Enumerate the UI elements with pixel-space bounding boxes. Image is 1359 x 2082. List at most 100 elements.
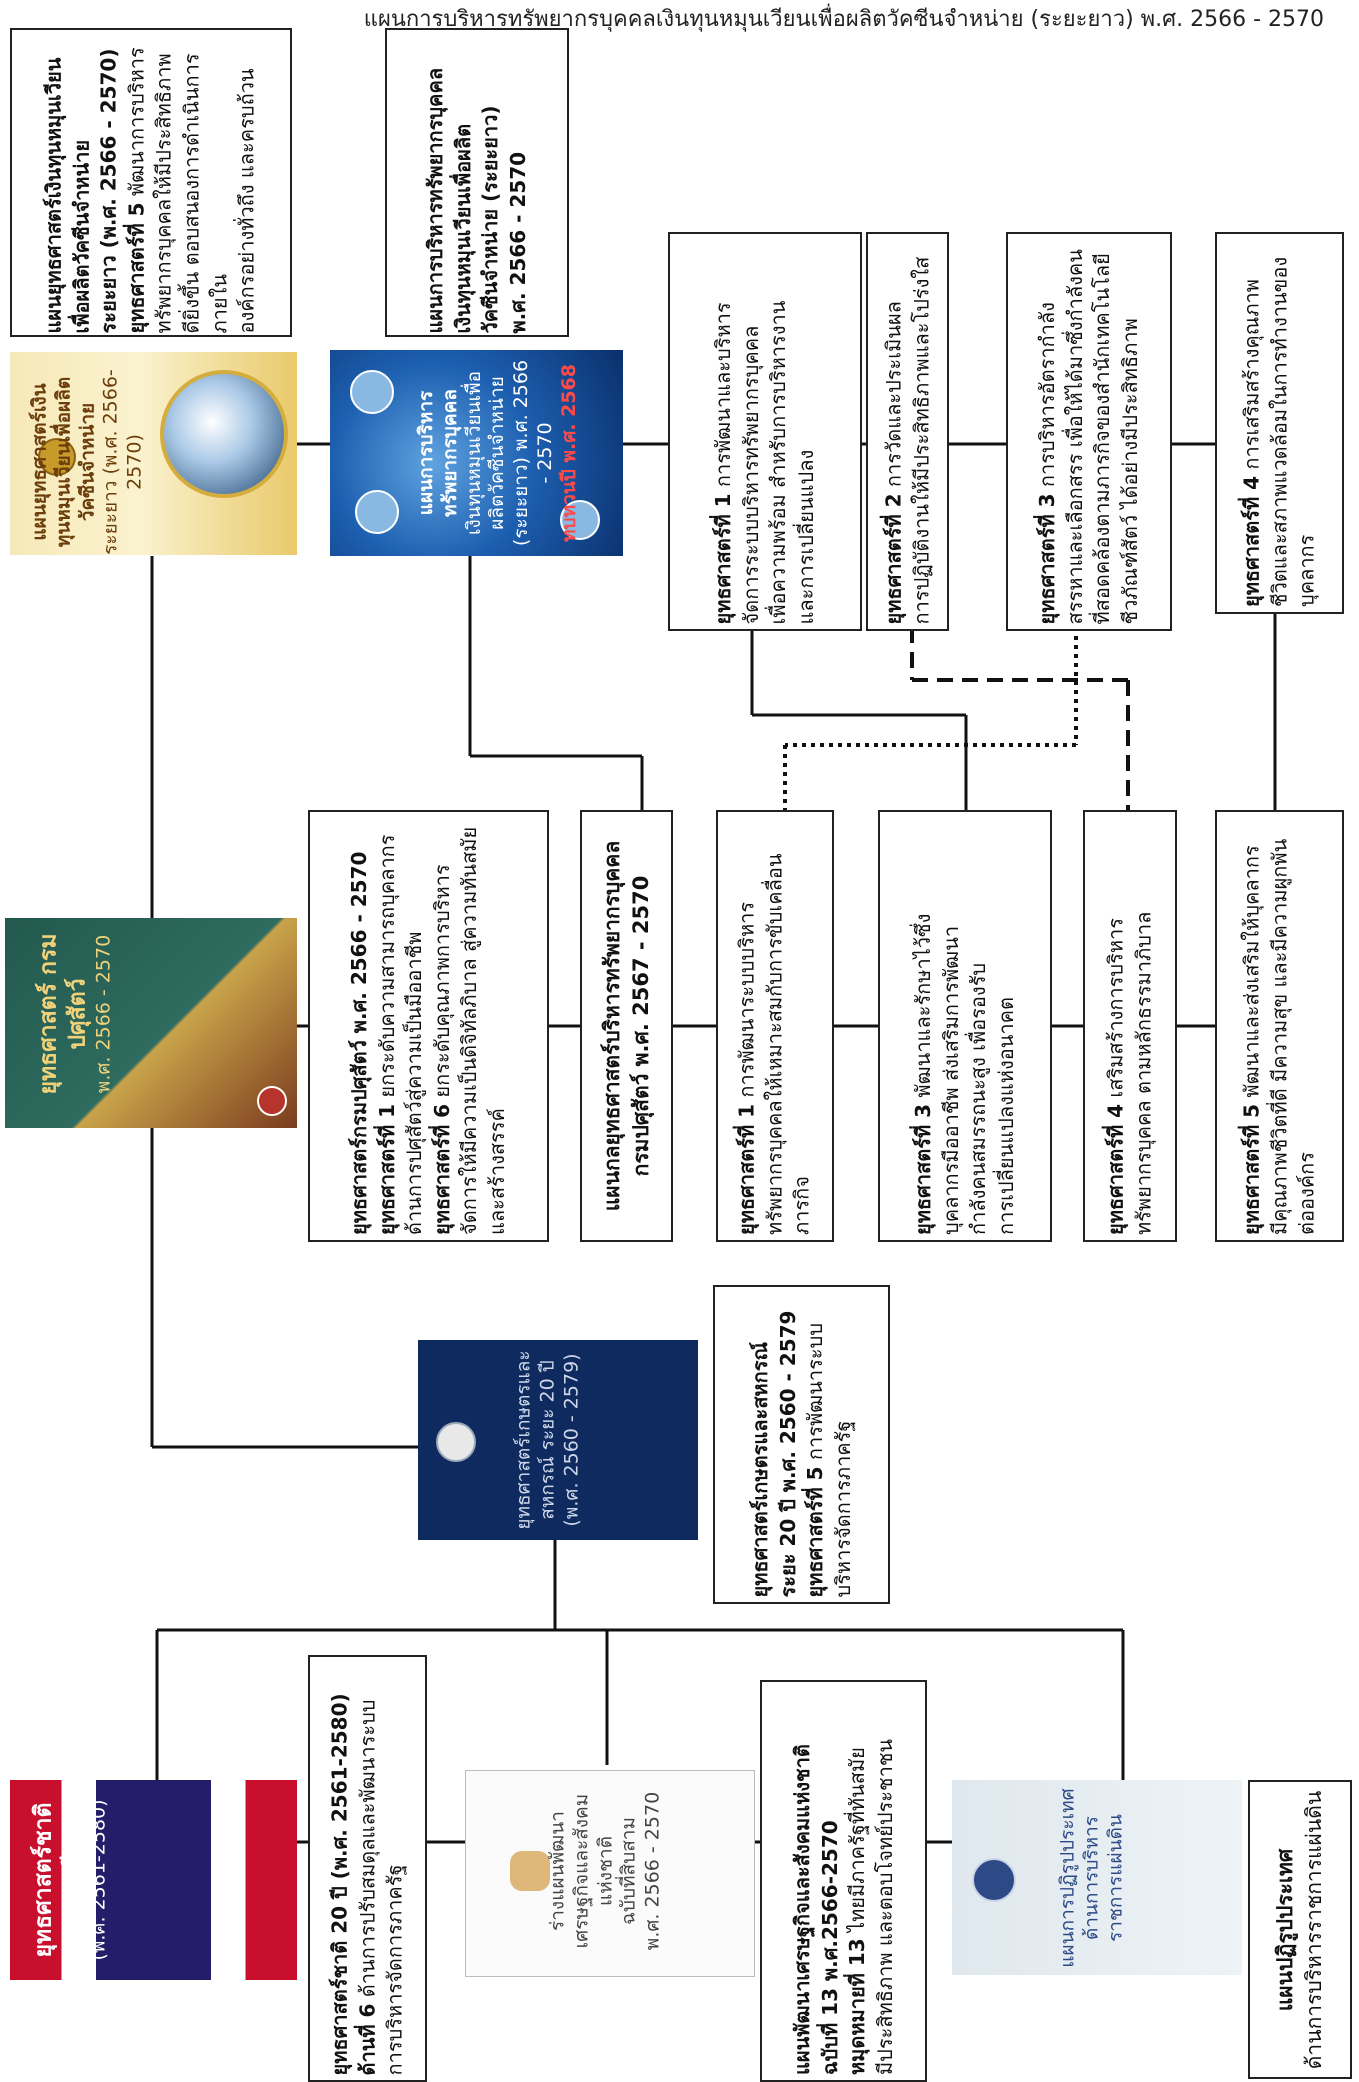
hr-plan-line-4: พ.ศ. 2566 - 2570 <box>505 151 530 333</box>
moac-s5-label: ยุทธศาสตร์ที่ 5 <box>802 1465 827 1597</box>
hr-s4-line2: ชีวิตและสภาพแวดล้อมในการทำงานของ <box>1266 256 1291 607</box>
box-vaccine-strategy: แผนยุทธศาสตร์เงินทุนหมุนเวียน เพื่อผลิตว… <box>10 28 292 337</box>
box-moac-strategy: ยุทธศาสตร์เกษตรและสหกรณ์ ระยะ 20 ปี พ.ศ.… <box>713 1285 890 1604</box>
dld-s1-line2: ด้านการปศุสัตว์สู่ความเป็นมืออาชีพ <box>401 931 426 1235</box>
dld-hr-s4-text: เสริมสร้างการบริหาร <box>1103 918 1128 1104</box>
network-node <box>560 500 600 540</box>
cover-hr-plan: แผนการบริหารทรัพยากรบุคคล เงินทุนหมุนเวี… <box>330 350 623 556</box>
box-dld-strategy-5: ยุทธศาสตร์ที่ 5 พัฒนาและส่งเสริมให้บุคลา… <box>1215 810 1344 1242</box>
dld-hr-s3-text: พัฒนาและรักษาไว้ซึ่ง <box>910 913 935 1104</box>
cover1-line-2: ระยะยาว (พ.ศ. 2566-2570) <box>99 369 146 555</box>
cover-vaccine-strategy: แผนยุทธศาสตร์เงินทุนหมุนเวียนเพื่อผลิตวั… <box>10 352 297 555</box>
national-aspect-line2: การบริหารจัดการภาครัฐ <box>382 1863 407 2075</box>
box-hr-strategy-4: ยุทธศาสตร์ที่ 4 การเสริมสร้างคุณภาพ ชีวิ… <box>1215 232 1344 614</box>
hr-s3-text: การบริหารอัตรากำลัง <box>1034 301 1059 493</box>
page-header: แผนการบริหารทรัพยากรบุคคลเงินทุนหมุนเวีย… <box>363 7 1324 32</box>
hr-s1-line3: เพื่อความพร้อม สำหรับการบริหารงาน <box>766 300 790 624</box>
dld-s1-label: ยุทธศาสตร์ที่ 1 <box>374 1103 399 1235</box>
national-aspect-label: ด้านที่ 6 <box>354 2003 379 2075</box>
hr-s1-line4: และการเปลี่ยนแปลง <box>793 449 818 624</box>
vaccine-strategy-title-2: เพื่อผลิตวัคซีนจำหน่าย <box>69 139 94 333</box>
cover3-title: ยุทธศาสตร์ กรมปศุสัตว์ <box>35 933 91 1095</box>
cover2-line-4: ทบทวนปี พ.ศ. 2568 <box>557 364 580 542</box>
cover-dld-strategy: ยุทธศาสตร์ กรมปศุสัตว์ พ.ศ. 2566 - 2570 <box>5 918 297 1128</box>
dld-hr-s3-line2: บุคลากรมืออาชีพ ส่งเสริมการพัฒนา <box>938 925 963 1235</box>
cover2-line-1: แผนการบริหารทรัพยากรบุคคล <box>414 389 461 517</box>
cover6-line-1: ร่างแผนพัฒนาเศรษฐกิจและสังคมแห่งชาติ <box>546 1793 617 1949</box>
dld-title: ยุทธศาสตร์กรมปศุสัตว์ พ.ศ. 2566 - 2570 <box>346 851 371 1235</box>
vaccine-strategy-5-line3: ดียิ่งขึ้น ตอบสนองการดำเนินการภายใน <box>179 52 232 333</box>
dld-hr-s5-label: ยุทธศาสตร์ที่ 5 <box>1239 1103 1264 1235</box>
vaccine-strategy-title-1: แผนยุทธศาสตร์เงินทุนหมุนเวียน <box>41 57 66 333</box>
cover5-year: (พ.ศ. 2561-2580) <box>86 1799 109 1961</box>
vaccine-strategy-5-label: ยุทธศาสตร์ที่ 5 <box>124 201 149 333</box>
seal-icon <box>38 438 76 476</box>
box-national-strategy: ยุทธศาสตร์ชาติ 20 ปี (พ.ศ. 2561-2580) ด้… <box>308 1655 427 2082</box>
moac-period: ระยะ 20 ปี พ.ศ. 2560 - 2579 <box>774 1310 799 1597</box>
box-dld-strategy: ยุทธศาสตร์กรมปศุสัตว์ พ.ศ. 2566 - 2570 ย… <box>308 810 549 1242</box>
box-hr-strategy-2: ยุทธศาสตร์ที่ 2 การวัดและประเมินผล การปฏ… <box>866 232 949 631</box>
dld-hr-s4-line2: ทรัพยากรบุคคล ตามหลักธรรมาภิบาล <box>1131 911 1155 1235</box>
dld-s6-line3: และสร้างสรรค์ <box>484 1108 509 1235</box>
cover1-line-1: แผนยุทธศาสตร์เงินทุนหมุนเวียนเพื่อผลิตวั… <box>28 376 99 548</box>
dld-s6-text: ยกระดับคุณภาพการบริหาร <box>429 864 454 1104</box>
dld-hr-s1-text: การพัฒนาระบบบริหาร <box>734 901 759 1104</box>
globe-photo <box>160 370 288 498</box>
hr-s2-text: การวัดและประเมินผล <box>880 300 905 493</box>
cover3-year: พ.ศ. 2566 - 2570 <box>91 934 114 1094</box>
dld-hr-s4-label: ยุทธศาสตร์ที่ 4 <box>1103 1103 1128 1235</box>
box-dld-strategy-4: ยุทธศาสตร์ที่ 4 เสริมสร้างการบริหาร ทรัพ… <box>1083 810 1177 1242</box>
dld-hr-s3-label: ยุทธศาสตร์ที่ 3 <box>910 1103 935 1235</box>
cover5-title: ยุทธศาสตร์ชาติ 20 ปี <box>30 1802 86 1958</box>
moac-seal-icon <box>436 1422 476 1462</box>
garuda-emblem-icon <box>510 1851 550 1891</box>
dld-hr-s5-text: พัฒนาและส่งเสริมให้บุคลากร <box>1239 845 1264 1104</box>
network-node <box>350 370 394 414</box>
dld-s1-text: ยกระดับความสามารถบุคลากร <box>374 834 399 1104</box>
hr-s4-line3: บุคลากร <box>1294 534 1319 607</box>
cover2-line-3: (ระยะยาว) พ.ศ. 2566 - 2570 <box>509 359 556 547</box>
reform-subtitle: ด้านการบริหารราชการแผ่นดิน <box>1302 1790 1326 2069</box>
cover-moac-strategy: ยุทธศาสตร์เกษตรและสหกรณ์ ระยะ 20 ปี (พ.ศ… <box>418 1340 698 1540</box>
cover4-line-2: (พ.ศ. 2560 - 2579) <box>559 1353 582 1527</box>
reform-seal-icon <box>972 1858 1016 1902</box>
cover6-line-2: ฉบับที่สิบสาม <box>617 1816 640 1926</box>
dld-hr-s1-line2: ทรัพยากรบุคคลให้เหมาะสมกับการขับเคลื่อน <box>762 853 787 1235</box>
dld-hr-s1-label: ยุทธศาสตร์ที่ 1 <box>734 1103 759 1235</box>
box-nesdp: แผนพัฒนาเศรษฐกิจและสังคมแห่งชาติ ฉบับที่… <box>760 1680 927 2082</box>
hr-s3-line3: ที่สอดคล้องตามภารกิจของสำนักเทคโนโลยี <box>1090 252 1114 624</box>
vaccine-strategy-5-line2: ทรัพยากรบุคคลให้มีประสิทธิภาพ <box>152 52 176 333</box>
national-aspect-text: ด้านการปรับสมดุลและพัฒนาระบบ <box>354 1699 379 2004</box>
hr-s3-label: ยุทธศาสตร์ที่ 3 <box>1034 492 1059 624</box>
nesdp-title: แผนพัฒนาเศรษฐกิจและสังคมแห่งชาติ <box>789 1744 814 2075</box>
dld-hr-s1-line3: ภารกิจ <box>789 1176 814 1235</box>
cover6-line-3: พ.ศ. 2566 - 2570 <box>641 1791 664 1951</box>
moac-title: ยุทธศาสตร์เกษตรและสหกรณ์ <box>747 1341 772 1597</box>
box-reform-plan: แผนปฏิรูปประเทศ ด้านการบริหารราชการแผ่นด… <box>1248 1780 1352 2079</box>
vaccine-strategy-5-text: พัฒนาการบริหาร <box>124 46 149 202</box>
nesdp-milestone-line2: มีประสิทธิภาพ และตอบโจทย์ประชาชน <box>872 1738 897 2075</box>
dld-s6-label: ยุทธศาสตร์ที่ 6 <box>429 1103 454 1235</box>
reform-title: แผนปฏิรูปประเทศ <box>1273 1848 1298 2011</box>
hr-s1-line2: จัดการระบบบริหารทรัพยากรบุคคล <box>738 325 763 624</box>
hr-plan-line-3: วัคซีนจำหน่าย (ระยะยาว) <box>478 105 502 333</box>
national-title: ยุทธศาสตร์ชาติ 20 ปี (พ.ศ. 2561-2580) <box>327 1692 352 2075</box>
dld-hr-plan-line-2: กรมปศุสัตว์ พ.ศ. 2567 - 2570 <box>628 875 653 1177</box>
dld-hr-plan-line-1: แผนกลยุทธศาสตร์บริหารทรัพยากรบุคคล <box>599 840 624 1212</box>
dld-hr-s5-line2: มีคุณภาพชีวิตที่ดี มีความสุข และมีความผู… <box>1266 838 1291 1235</box>
vaccine-strategy-5-line4: องค์กรอย่างทั่วถึง และครบถ้วน <box>234 67 259 333</box>
cover4-line-1: ยุทธศาสตร์เกษตรและสหกรณ์ ระยะ 20 ปี <box>512 1350 559 1530</box>
box-dld-strategy-1: ยุทธศาสตร์ที่ 1 การพัฒนาระบบบริหาร ทรัพย… <box>716 810 834 1242</box>
nesdp-milestone-label: หมุดหมายที่ 13 <box>844 1938 869 2075</box>
hr-plan-line-2: เงินทุนหมุนเวียนเพื่อผลิต <box>450 123 475 333</box>
cover2-line-2: เงินทุนหมุนเวียนเพื่อผลิตวัคซีนจำหน่าย <box>462 370 509 536</box>
hr-plan-line-1: แผนการบริหารทรัพยากรบุคคล <box>422 67 447 333</box>
hr-s3-line4: ชีวภัณฑ์สัตว์ ได้อย่างมีประสิทธิภาพ <box>1117 317 1142 624</box>
box-hr-strategy-3: ยุทธศาสตร์ที่ 3 การบริหารอัตรากำลัง สรรห… <box>1006 232 1172 631</box>
dld-hr-s3-line4: การเปลี่ยนแปลงแห่งอนาคต <box>993 997 1018 1235</box>
cover7-line-2: ด้านการบริหารราชการแผ่นดิน <box>1080 1814 1126 1942</box>
box-dld-hr-plan: แผนกลยุทธศาสตร์บริหารทรัพยากรบุคคล กรมปศ… <box>580 810 673 1242</box>
hr-s2-label: ยุทธศาสตร์ที่ 2 <box>880 492 905 624</box>
box-hr-plan-title: แผนการบริหารทรัพยากรบุคคล เงินทุนหมุนเวี… <box>385 28 569 337</box>
